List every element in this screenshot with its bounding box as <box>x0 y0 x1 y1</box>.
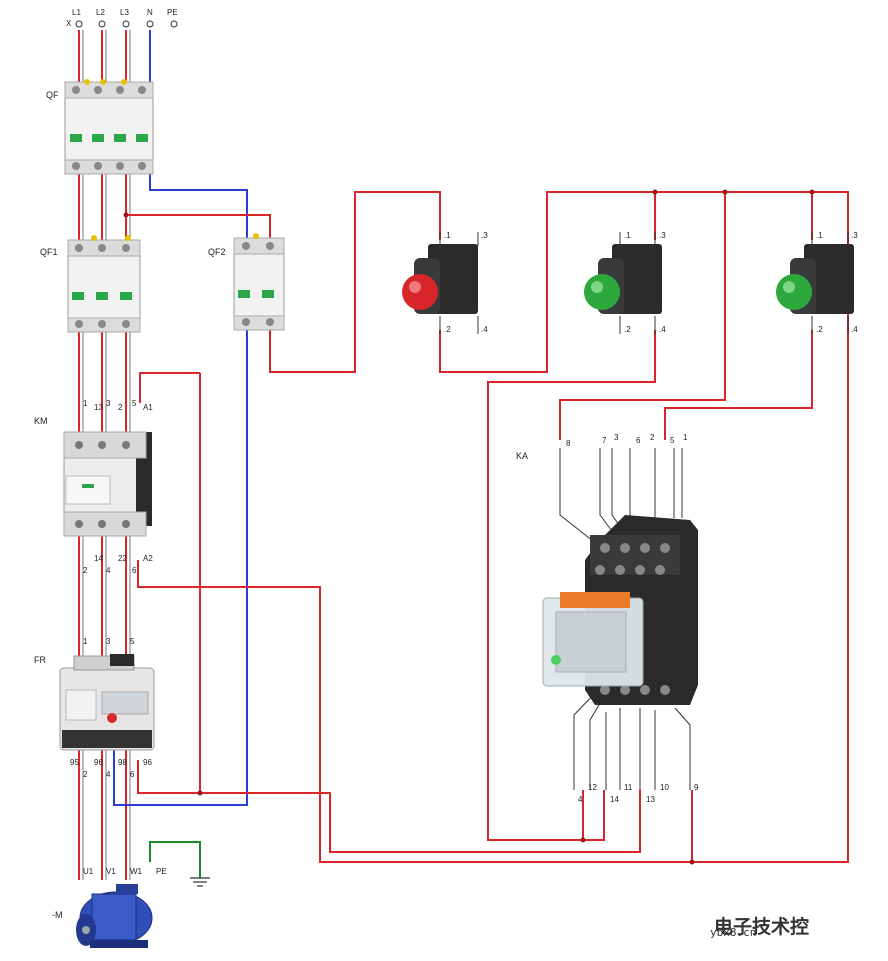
qf1-breaker <box>67 235 141 333</box>
motor-term-u1: U1 <box>83 867 94 876</box>
fr-term-5: 5 <box>130 637 135 646</box>
qf2-breaker <box>233 233 285 331</box>
fr-term-1: 1 <box>83 637 88 646</box>
motor-term-w1: W1 <box>130 867 143 876</box>
qf2-label: QF2 <box>208 247 226 257</box>
ka-bottom-14: 14 <box>610 795 619 804</box>
ka-top-5: 5 <box>670 436 675 445</box>
pe-supply-label: PE <box>167 8 178 17</box>
fr-relay <box>59 654 155 751</box>
btn1-term-2: .2 <box>444 325 451 334</box>
l2-label: L2 <box>96 8 105 17</box>
l3-label: L3 <box>120 8 129 17</box>
ka-bottom-11: 11 <box>624 783 633 792</box>
km-term-2: 2 <box>83 566 88 575</box>
btn3-term-2: .2 <box>816 325 823 334</box>
ka-top-6: 6 <box>636 436 641 445</box>
motor-term-v1: V1 <box>106 867 116 876</box>
n-label: N <box>147 8 153 17</box>
km-term-5: 5 <box>132 399 137 408</box>
km-term-a1: A1 <box>143 403 153 412</box>
ka-bottom-9: 9 <box>694 783 699 792</box>
btn3-term-4: .4 <box>851 325 858 334</box>
km-term-3: 3 <box>106 399 111 408</box>
watermark-name: 电子技术控 <box>714 916 810 938</box>
motor <box>76 884 153 948</box>
fr-term-95: 95 <box>70 758 79 767</box>
fr-term-6: 6 <box>130 770 135 779</box>
stop-button-red <box>402 244 478 314</box>
ka-bottom-10: 10 <box>660 783 669 792</box>
btn3-term-1: .1 <box>816 231 823 240</box>
x-label: X <box>66 19 72 28</box>
km-label: KM <box>34 416 48 426</box>
btn1-term-4: .4 <box>481 325 488 334</box>
ka-top-1: 1 <box>683 433 688 442</box>
btn2-term-4: .4 <box>659 325 666 334</box>
fr-label: FR <box>34 655 46 665</box>
ka-leads <box>559 448 691 790</box>
btn2-term-3: .3 <box>659 231 666 240</box>
km-term-1: 1 <box>83 399 88 408</box>
km-term-13: 13 <box>94 403 103 412</box>
fr-term-96: 96 <box>143 758 152 767</box>
km-term-2-top: 2 <box>118 403 123 412</box>
supply-terminals <box>75 20 178 28</box>
ka-relay <box>542 515 698 705</box>
qf-label: QF <box>46 90 59 100</box>
start-button-green-2 <box>776 244 854 314</box>
ka-bottom-12: 12 <box>588 783 597 792</box>
ka-bottom-4: 4 <box>578 795 583 804</box>
watermark-url: ybx8.cn <box>710 926 757 939</box>
fr-term-98: 98 <box>118 758 127 767</box>
btn1-term-3: .3 <box>481 231 488 240</box>
km-term-6: 6 <box>132 566 137 575</box>
km-term-4: 4 <box>106 566 111 575</box>
btn3-term-3: .3 <box>851 231 858 240</box>
btn2-term-2: .2 <box>624 325 631 334</box>
fr-term-4: 4 <box>106 770 111 779</box>
km-term-22: 22 <box>118 554 127 563</box>
qf1-label: QF1 <box>40 247 58 257</box>
ka-top-3: 3 <box>614 433 619 442</box>
fr-term-2: 2 <box>83 770 88 779</box>
control-wires <box>126 191 849 863</box>
btn1-term-1: .1 <box>444 231 451 240</box>
fr-term-3: 3 <box>106 637 111 646</box>
ka-label: KA <box>516 451 528 461</box>
motor-label: -M <box>52 910 63 920</box>
ka-top-8: 8 <box>566 439 571 448</box>
km-contactor <box>63 431 152 537</box>
ka-bottom-13: 13 <box>646 795 655 804</box>
ground-icon <box>190 877 210 887</box>
button-leads <box>439 232 849 334</box>
km-term-a2: A2 <box>143 554 153 563</box>
pe-wire <box>149 841 201 878</box>
ka-top-2: 2 <box>650 433 655 442</box>
pe-label: PE <box>156 867 167 876</box>
km-term-14: 14 <box>94 554 103 563</box>
l1-label: L1 <box>72 8 81 17</box>
ka-top-7: 7 <box>602 436 607 445</box>
junction-dots <box>123 189 815 865</box>
fr-term-96a: 96 <box>94 758 103 767</box>
qf-breaker <box>64 79 154 175</box>
btn2-term-1: .1 <box>624 231 631 240</box>
start-button-green-1 <box>584 244 662 314</box>
